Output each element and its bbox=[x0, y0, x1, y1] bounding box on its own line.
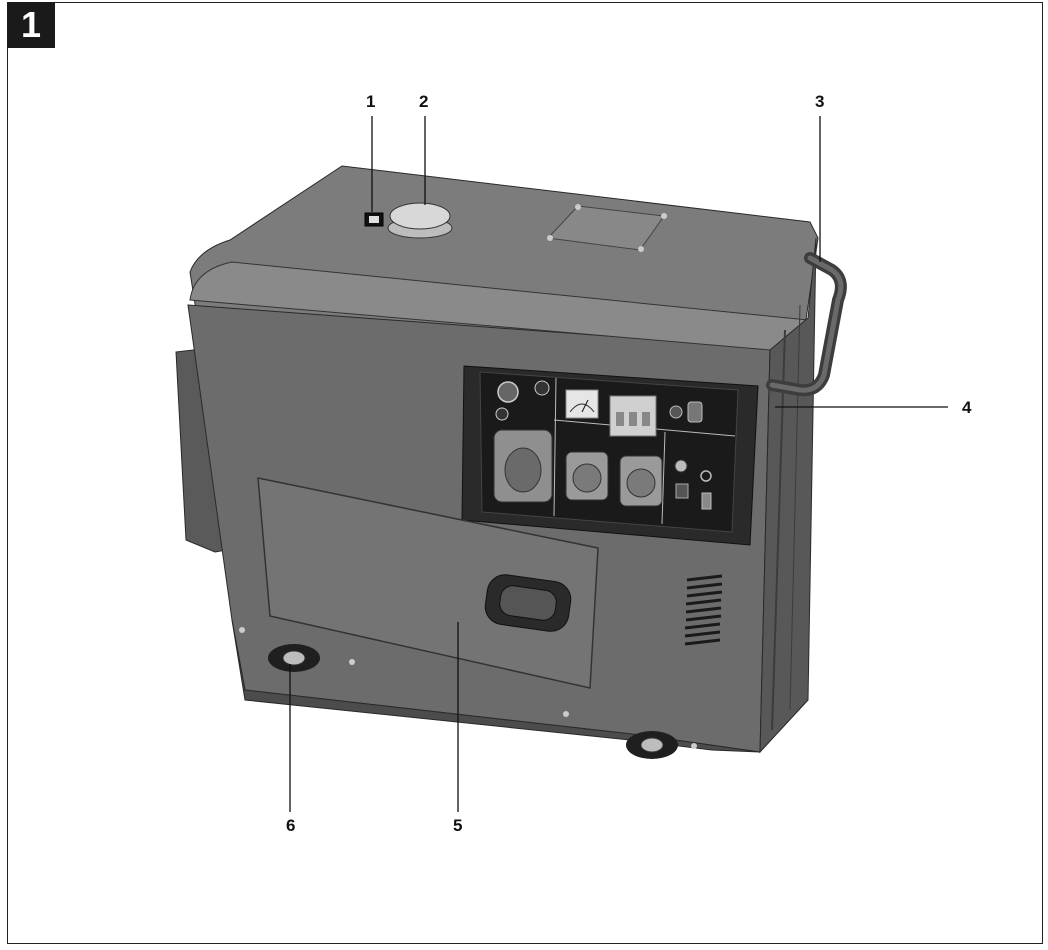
callout-1: 1 bbox=[366, 92, 376, 111]
indicator-lamp bbox=[687, 401, 703, 423]
callout-4: 4 bbox=[962, 398, 972, 417]
vent-louvres bbox=[684, 574, 723, 646]
callout-6: 6 bbox=[286, 816, 296, 835]
callout-2: 2 bbox=[419, 92, 429, 111]
generator-side bbox=[759, 237, 817, 754]
maintenance-door bbox=[257, 477, 599, 689]
wheel-right bbox=[626, 731, 678, 759]
figure-frame bbox=[7, 2, 1043, 944]
key-switch bbox=[497, 381, 519, 403]
callout-5: 5 bbox=[453, 816, 463, 835]
leader-lines bbox=[289, 116, 948, 812]
figure-number-badge: 1 bbox=[7, 2, 55, 48]
callout-3: 3 bbox=[815, 92, 825, 111]
wheel-left bbox=[268, 644, 320, 672]
